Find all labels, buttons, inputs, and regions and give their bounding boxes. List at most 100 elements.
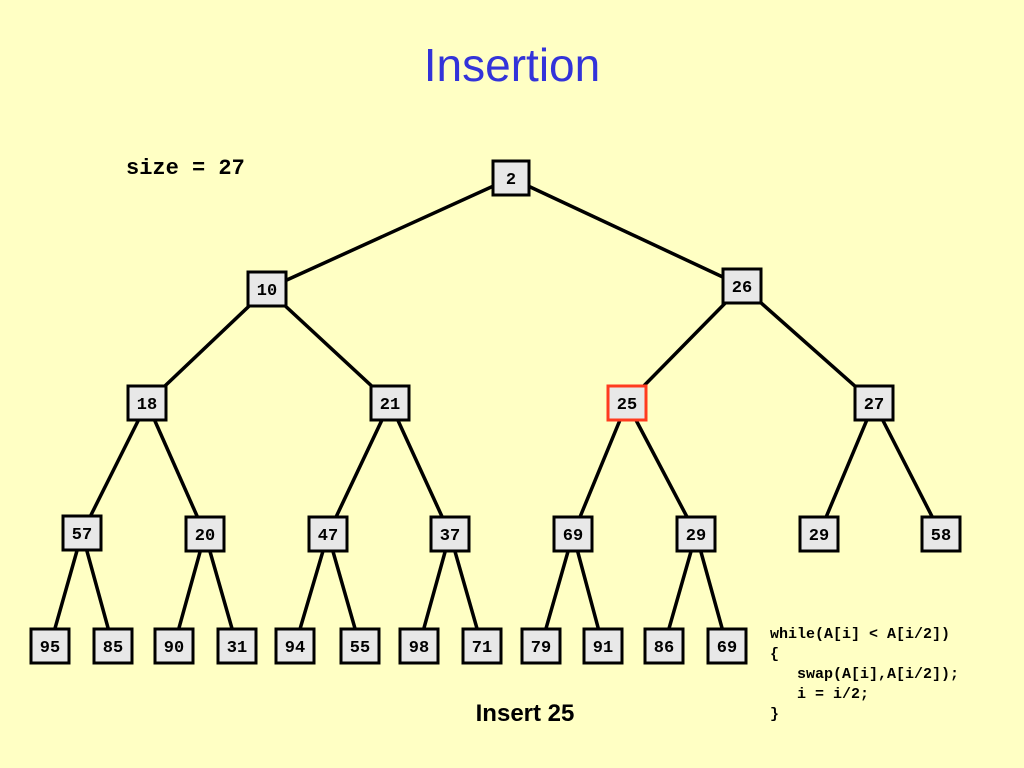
- code-line: }: [770, 706, 780, 723]
- heap-node-box: [339, 627, 381, 665]
- tree-edge: [872, 402, 943, 535]
- tree-edge: [388, 402, 452, 535]
- heap-node: 55: [339, 627, 381, 665]
- heap-node-box: [61, 514, 103, 552]
- heap-node: 47: [307, 515, 349, 553]
- tree-edge: [417, 533, 452, 647]
- tree-edge: [80, 532, 115, 647]
- heap-node-box: [920, 515, 962, 553]
- tree-edge: [145, 287, 269, 405]
- tree-edge: [694, 533, 729, 647]
- heap-node-value: 98: [409, 639, 429, 658]
- heap-node-value: 90: [164, 639, 184, 658]
- tree-edge: [539, 533, 575, 647]
- tree-edge: [326, 533, 362, 647]
- heap-node: 37: [429, 515, 471, 553]
- heap-node-value: 31: [227, 639, 247, 658]
- heap-node-box: [721, 267, 763, 305]
- tree-edge: [145, 402, 207, 535]
- heap-node-value: 10: [257, 282, 277, 301]
- heap-node: 86: [643, 627, 685, 665]
- tree-edge: [571, 533, 605, 647]
- heap-node-box: [552, 515, 594, 553]
- code-line: while(A[i] < A[i/2]): [770, 626, 951, 643]
- heap-node-box: [798, 515, 840, 553]
- heap-node-value: 71: [472, 639, 492, 658]
- tree-edge: [266, 176, 512, 291]
- heap-node-value: 37: [440, 527, 460, 546]
- heap-node-box: [706, 627, 748, 665]
- heap-node-box: [307, 515, 349, 553]
- heap-node-value: 69: [717, 639, 737, 658]
- heap-node: 29: [675, 515, 717, 553]
- heap-node-box: [643, 627, 685, 665]
- heap-node-value: 18: [137, 396, 157, 415]
- heap-node-value: 91: [593, 639, 613, 658]
- heap-node-value: 58: [931, 527, 951, 546]
- heap-node: 71: [461, 627, 503, 665]
- heap-node-value: 47: [318, 527, 338, 546]
- heap-node: 98: [398, 627, 440, 665]
- heap-node: 31: [216, 627, 258, 665]
- tree-edge: [172, 533, 207, 647]
- heap-node-value: 2: [506, 171, 516, 190]
- heap-node-value: 21: [380, 396, 400, 415]
- tree-edge: [571, 402, 629, 535]
- heap-node-box: [126, 384, 168, 422]
- tree-edge: [326, 402, 392, 535]
- tree-edge: [265, 287, 392, 405]
- code-snippet: while(A[i] < A[i/2]) { swap(A[i],A[i/2])…: [770, 625, 959, 725]
- heap-node-value: 86: [654, 639, 674, 658]
- heap-node: 2: [491, 159, 531, 197]
- code-line: i = i/2;: [770, 686, 870, 703]
- heap-node-box: [429, 515, 471, 553]
- heap-node-box: [675, 515, 717, 553]
- heap-node-box: [491, 159, 531, 197]
- heap-node-value: 95: [40, 639, 60, 658]
- heap-node-box: [520, 627, 562, 665]
- heap-size-label: size = 27: [126, 156, 245, 181]
- heap-node: 10: [246, 270, 288, 308]
- tree-edge: [625, 284, 744, 405]
- tree-edge: [740, 284, 876, 405]
- heap-node: 58: [920, 515, 962, 553]
- heap-node-value: 85: [103, 639, 123, 658]
- heap-node-value: 27: [864, 396, 884, 415]
- heap-node: 20: [184, 515, 226, 553]
- heap-node: 69: [552, 515, 594, 553]
- heap-node: 29: [798, 515, 840, 553]
- heap-node-value: 69: [563, 527, 583, 546]
- heap-node-box: [246, 270, 288, 308]
- heap-node: 94: [274, 627, 316, 665]
- tree-edge: [293, 533, 330, 647]
- tree-edge: [510, 176, 743, 288]
- heap-node-box: [369, 384, 411, 422]
- tree-edge: [203, 533, 239, 647]
- heap-node: 85: [92, 627, 134, 665]
- heap-node-box: [92, 627, 134, 665]
- heap-node-value: 29: [686, 527, 706, 546]
- heap-node-value: 25: [617, 396, 637, 415]
- heap-node: 27: [853, 384, 895, 422]
- tree-edge: [448, 533, 484, 647]
- heap-node: 21: [369, 384, 411, 422]
- code-line: {: [770, 646, 780, 663]
- heap-node-value: 94: [285, 639, 305, 658]
- tree-edge: [817, 402, 876, 535]
- heap-node-value: 29: [809, 527, 829, 546]
- heap-node-value: 55: [350, 639, 370, 658]
- heap-node-box: [274, 627, 316, 665]
- heap-node-value: 26: [732, 279, 752, 298]
- heap-node-value: 20: [195, 527, 215, 546]
- tree-edge: [625, 402, 698, 535]
- heap-node: 25: [606, 384, 648, 422]
- heap-node: 79: [520, 627, 562, 665]
- heap-node: 57: [61, 514, 103, 552]
- heap-node-box: [216, 627, 258, 665]
- heap-node-value: 79: [531, 639, 551, 658]
- tree-edge: [80, 402, 149, 534]
- heap-node-box: [461, 627, 503, 665]
- slide-title: Insertion: [423, 39, 601, 91]
- tree-edge: [662, 533, 698, 647]
